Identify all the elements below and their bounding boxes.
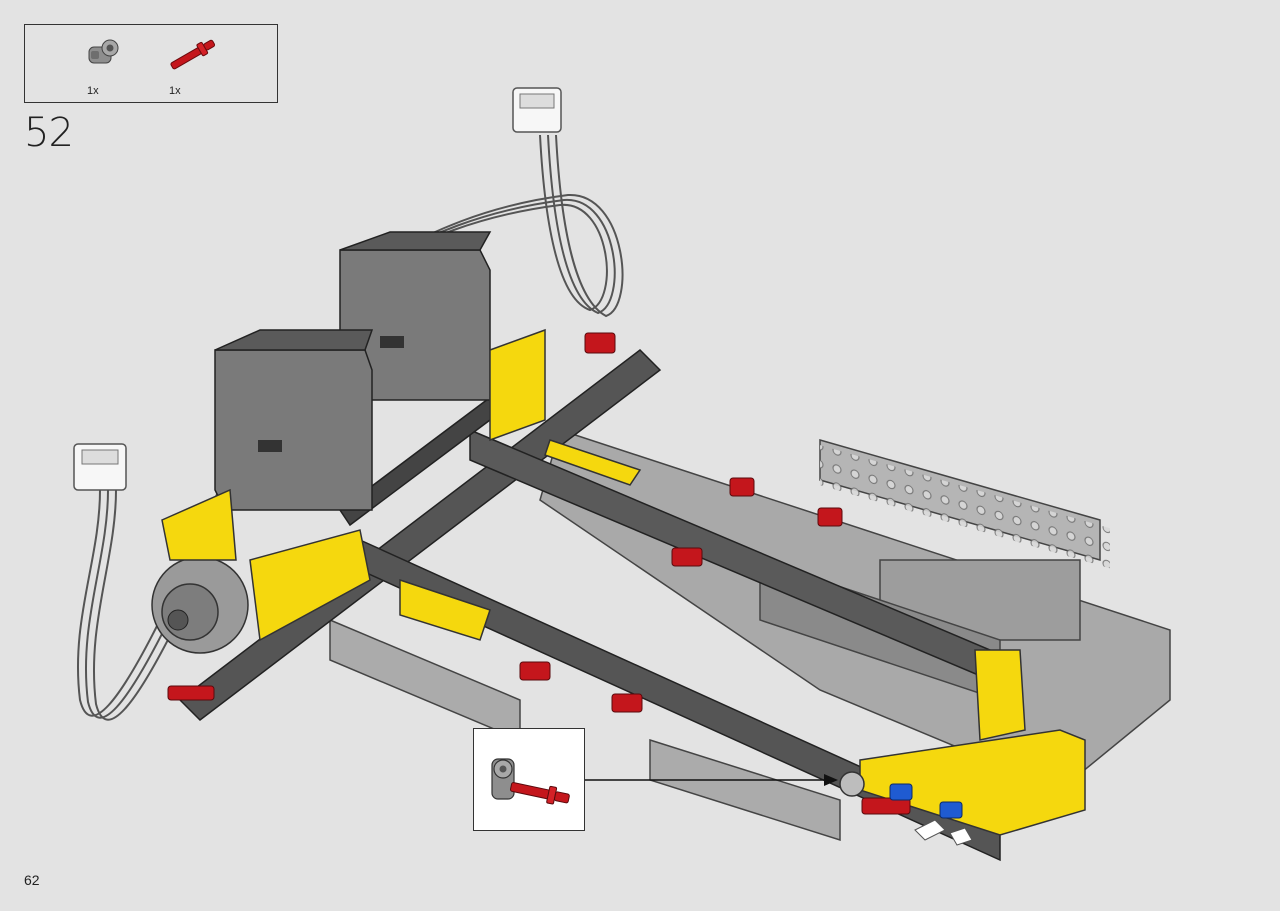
callout-arrow xyxy=(585,771,865,797)
red-pin xyxy=(167,332,911,815)
friction-pin-axle-icon xyxy=(170,39,216,70)
friction-pin-axle-icon xyxy=(509,782,570,805)
cable-plug-top xyxy=(512,87,562,133)
part-item-pin: 1x xyxy=(165,33,225,99)
exploded-pieces xyxy=(914,819,973,846)
axle-pin-connector-icon xyxy=(88,39,119,64)
parts-list-box: 1x 1x xyxy=(24,24,278,103)
callout-illustration xyxy=(491,758,570,805)
callout-inset xyxy=(473,728,585,831)
part-quantity: 1x xyxy=(169,85,181,97)
motor-front xyxy=(214,329,374,511)
yellow-part xyxy=(161,328,1086,836)
blue-pin xyxy=(889,783,963,819)
step-number: 52 xyxy=(24,110,74,156)
axle-pin-connector-icon xyxy=(491,758,515,800)
page-number: 62 xyxy=(24,872,40,888)
cable-plug-left xyxy=(73,443,127,491)
hub xyxy=(151,556,249,654)
motor-rear xyxy=(339,231,492,401)
part-item-connector: 1x xyxy=(83,33,143,99)
part-quantity: 1x xyxy=(87,85,99,97)
